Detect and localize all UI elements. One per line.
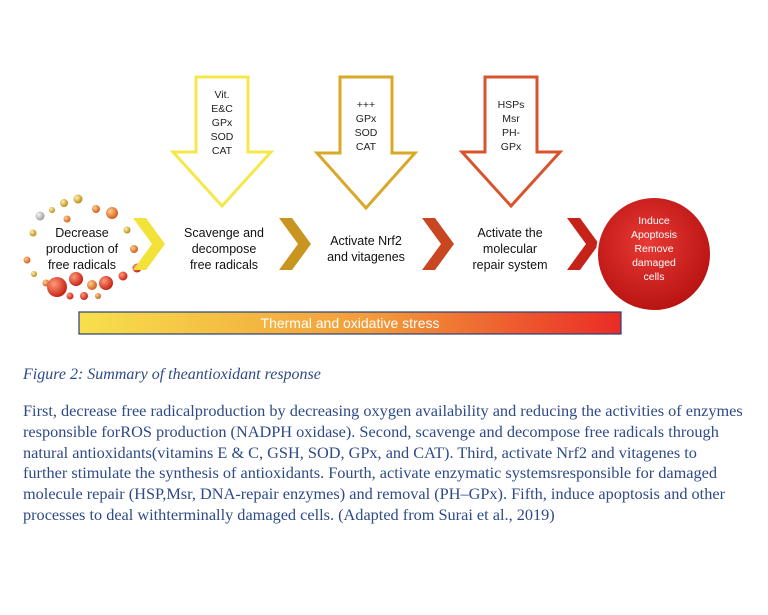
figure-caption: Figure 2: Summary of theantioxidant resp… [23,366,321,383]
label-line: Activate Nrf2 [330,234,402,248]
label-line: Vit. [215,89,230,101]
label-line: E&C [211,103,233,115]
label-line: cells [643,271,664,283]
stress-bar-label: Thermal and oxidative stress [261,315,440,331]
step-scavenge-free-radicals: Scavenge and decompose free radicals [184,226,264,272]
step-activate-nrf2: Activate Nrf2 and vitagenes [327,234,405,264]
label-line: SOD [211,131,234,143]
label-line: free radicals [48,258,116,272]
label-line: Scavenge and [184,226,264,240]
chevron-arrow-2 [279,218,311,270]
label-line: free radicals [190,258,258,272]
label-line: HSPs [498,99,525,111]
label-line: GPx [212,117,233,129]
label-line: SOD [355,127,378,139]
step-activate-repair-system: Activate the molecular repair system [472,226,547,272]
label-line: decompose [192,242,257,256]
label-line: CAT [356,141,377,153]
figure-description: First, decrease free radicalproduction b… [23,401,743,524]
chevron-arrow-3 [422,218,454,270]
label-line: Activate the [477,226,542,240]
chevron-arrow-4 [567,218,599,270]
label-line: Decrease [55,226,109,240]
label-line: GPx [501,141,522,153]
label-line: PH- [502,127,521,139]
label-line: and vitagenes [327,250,405,264]
label-line: Apoptosis [631,229,677,241]
label-line: molecular [483,242,537,256]
label-line: Remove [634,243,673,255]
free-radicals-illustration [23,194,142,300]
chevron-arrow-1 [133,218,165,270]
step-decrease-free-radicals: Decrease production of free radicals [46,226,119,272]
label-line: production of [46,242,119,256]
thermal-oxidative-stress-bar: Thermal and oxidative stress [78,311,622,335]
label-line: +++ [357,99,375,111]
label-line: repair system [472,258,547,272]
label-line: Msr [502,113,520,125]
label-line: Induce [638,215,670,227]
label-line: GPx [356,113,377,125]
label-line: damaged [632,257,676,269]
label-line: CAT [212,145,233,157]
